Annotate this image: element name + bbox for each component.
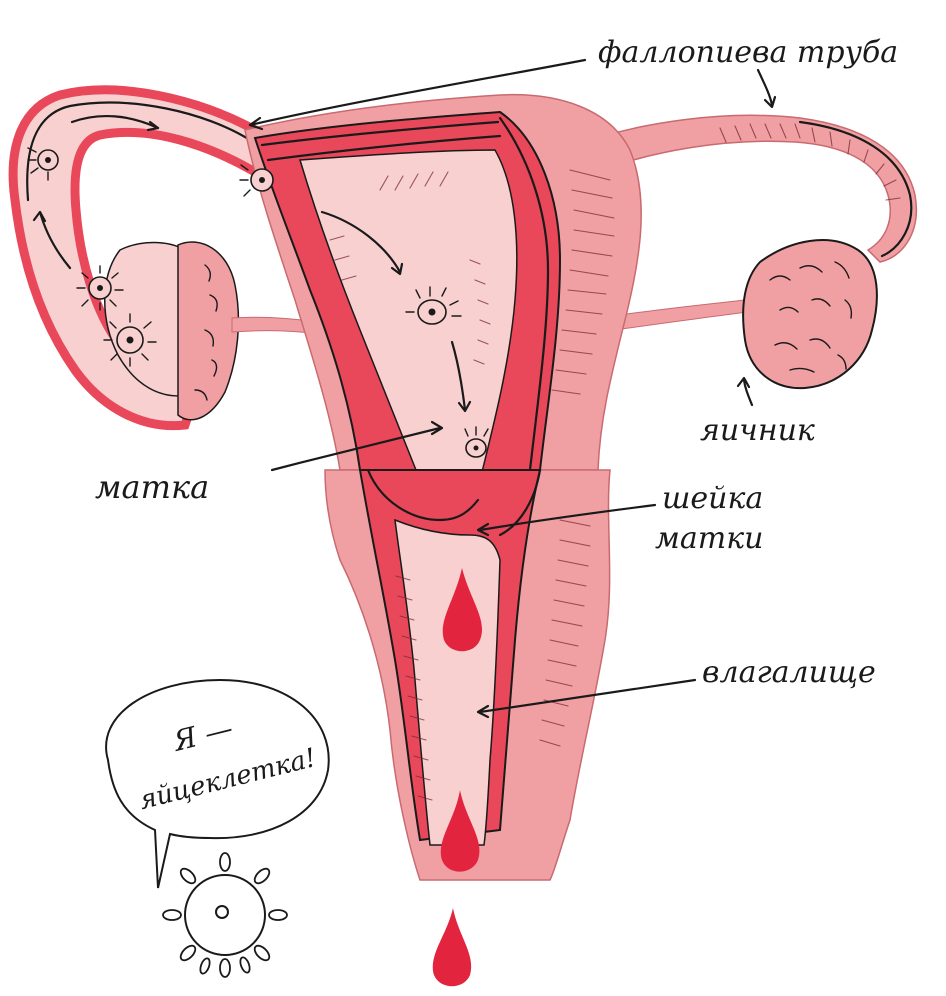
label-ovary: яичник (700, 413, 815, 448)
blood-drop-3 (433, 908, 471, 986)
label-vagina: влагалище (702, 655, 876, 690)
label-fallopian-tube: фаллопиева труба (598, 35, 898, 70)
label-uterus: матка (95, 468, 209, 506)
label-cervix-line1: шейка (662, 481, 763, 516)
egg-character (163, 853, 287, 977)
right-ovary (743, 240, 877, 388)
label-cervix-line2: матки (655, 521, 763, 556)
